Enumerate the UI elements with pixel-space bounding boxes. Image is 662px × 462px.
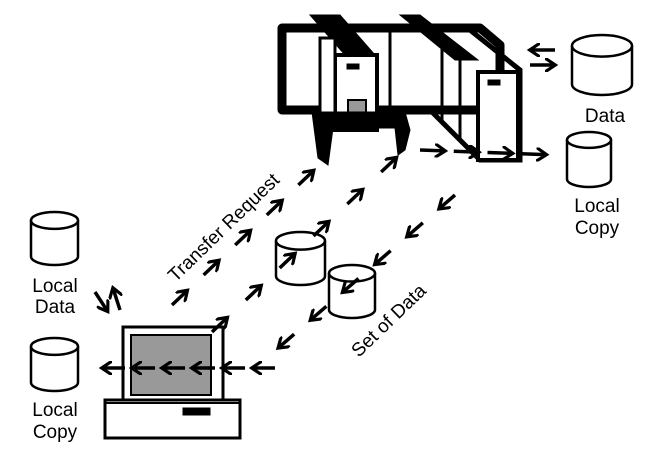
server-data-label: Data: [585, 106, 626, 127]
client-local-copy-label-line2: Copy: [33, 422, 78, 443]
arrow-icon: [244, 286, 261, 302]
arrow-icon: [311, 305, 328, 319]
transit-data-cylinder-icon: [327, 263, 377, 320]
arrow-icon: [408, 221, 424, 236]
server-copy-arrows: [419, 150, 545, 155]
arrow-icon: [279, 332, 296, 347]
server-data-cylinder-icon: [570, 33, 634, 97]
arrow-icon: [343, 277, 360, 292]
client-local-data-arrow-up: [113, 289, 120, 311]
arrow-icon: [379, 158, 396, 174]
arrow-icon: [210, 318, 227, 334]
client-local-copy-label-line1: Local: [32, 400, 77, 421]
arrow-icon: [278, 254, 295, 270]
server-local-copy-label-line1: Local: [574, 196, 619, 217]
server-local-copy-cylinder-icon: [565, 130, 613, 189]
client-local-data-arrow-down: [93, 291, 107, 310]
return-data-arrows-diagonal: [279, 193, 457, 347]
client-local-data-label-line1: Local: [32, 276, 77, 297]
arrow-icon: [376, 249, 392, 264]
arrow-icon: [93, 291, 107, 310]
arrow-icon: [419, 150, 444, 151]
arrow-icon: [113, 289, 120, 311]
arrow-icon: [312, 222, 329, 238]
transfer-request-label: Transfer Request: [164, 169, 284, 286]
mainframe-icon: [277, 14, 523, 166]
client-computer-icon: [103, 325, 242, 440]
arrow-icon: [440, 193, 457, 208]
arrow-icon: [202, 261, 219, 277]
client-local-data-label-line2: Data: [35, 297, 76, 318]
arrow-icon: [487, 153, 512, 154]
arrow-icon: [453, 151, 478, 152]
server-local-copy-label-line2: Copy: [575, 218, 620, 239]
transit-data-cylinder-icon: [274, 230, 327, 287]
request-arrows-second: [210, 158, 396, 334]
arrow-icon: [346, 190, 362, 206]
client-local-data-cylinder-icon: [29, 210, 80, 267]
arrow-icon: [521, 154, 545, 155]
arrow-icon: [297, 171, 313, 187]
arrow-icon: [265, 201, 282, 217]
client-local-copy-cylinder-icon: [29, 336, 80, 393]
arrow-icon: [233, 231, 250, 247]
arrow-icon: [170, 291, 187, 307]
transfer-request-arrows: [170, 171, 313, 307]
